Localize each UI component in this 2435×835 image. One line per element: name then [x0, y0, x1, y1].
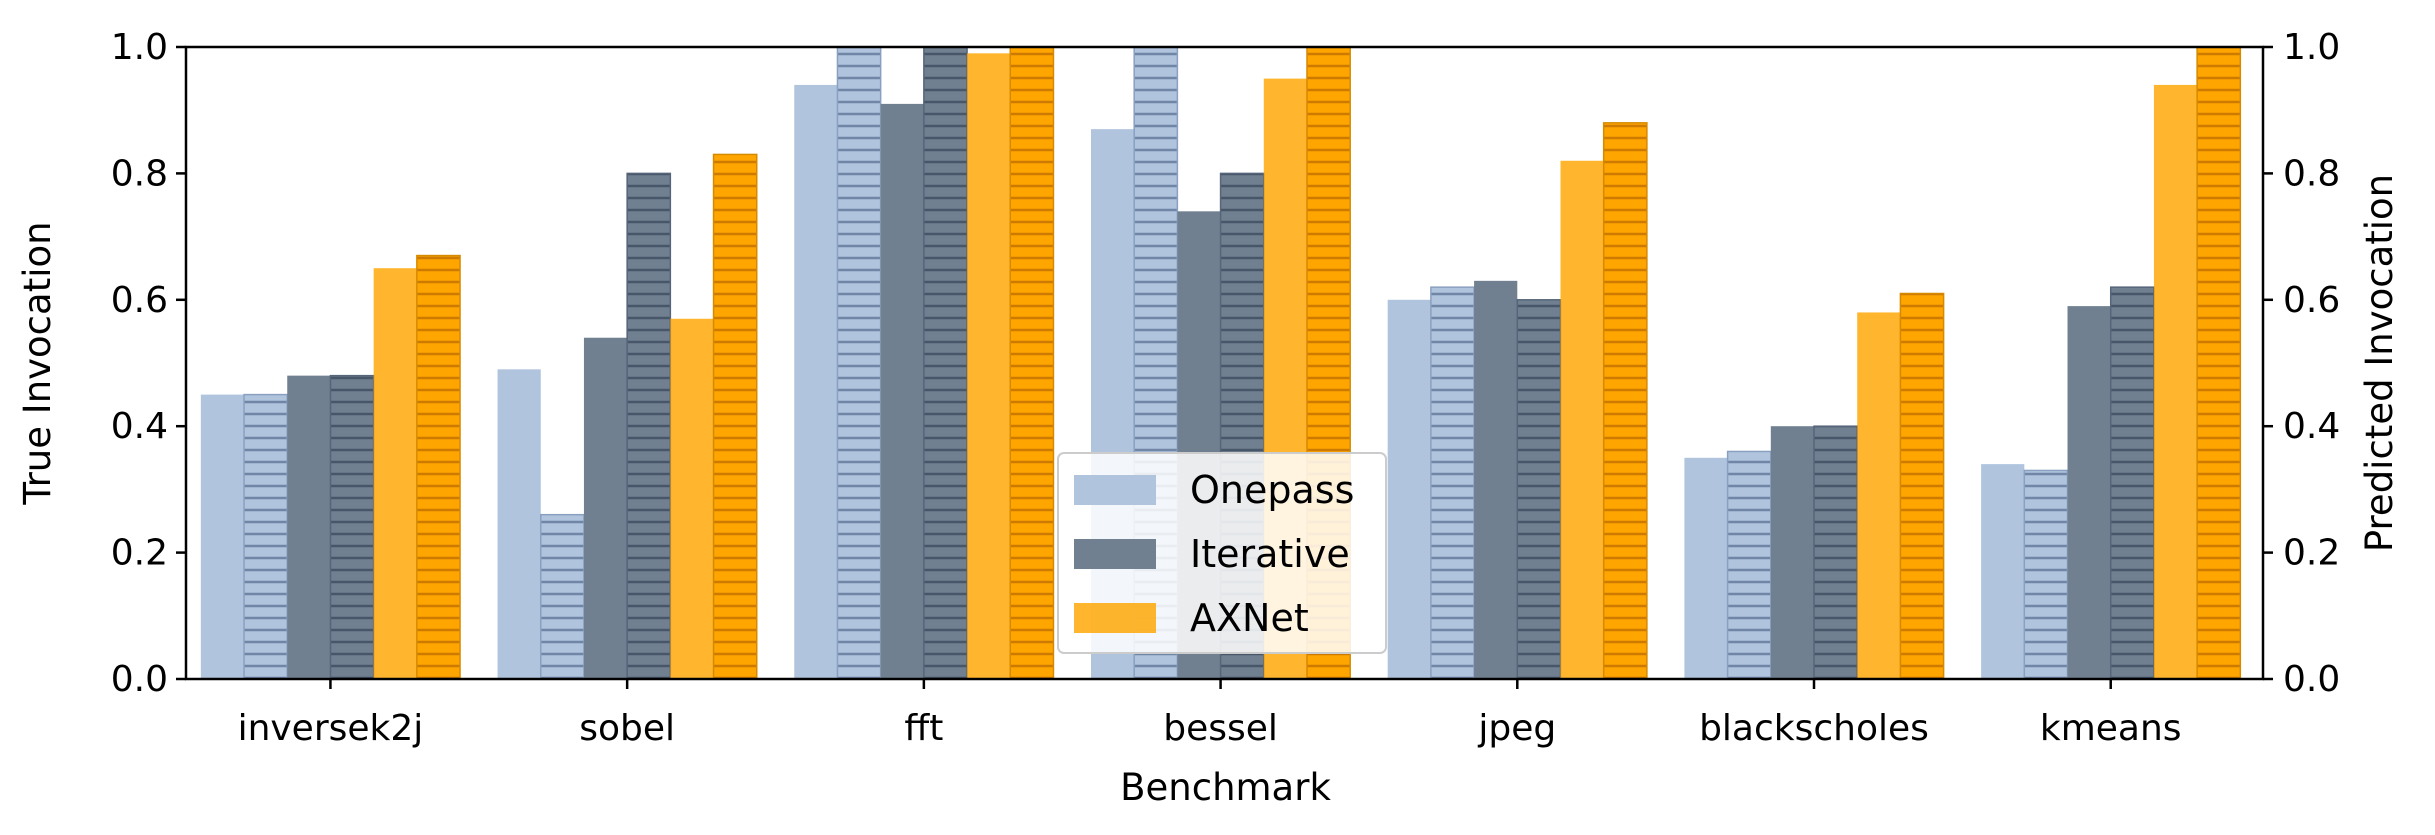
x-tick-label: bessel [1163, 708, 1278, 749]
bar-fft-axnet-predicted [1009, 46, 1055, 680]
bar-blackscholes-axnet [1857, 312, 1901, 679]
bar-blackscholes-axnet-predicted [1899, 292, 1945, 680]
bar-sobel-iterative-predicted [626, 172, 672, 680]
x-tick-label: blackscholes [1699, 708, 1929, 749]
bar-kmeans-axnet-predicted [2196, 46, 2242, 680]
bar-kmeans-onepass-predicted [2023, 469, 2069, 680]
y-tick-label-right: 0.0 [2283, 659, 2340, 700]
bar-fft-axnet [967, 53, 1011, 679]
bar-inversek2j-onepass-predicted [243, 393, 288, 680]
legend-label-axnet: AXNet [1190, 596, 1309, 640]
bar-inversek2j-onepass [200, 394, 245, 679]
bar-jpeg-onepass [1387, 299, 1431, 679]
y-tick-label-right: 1.0 [2283, 27, 2340, 68]
y-tick-label-right: 0.4 [2283, 406, 2340, 447]
y-axis-title-left: True Invocation [16, 221, 59, 505]
bar-blackscholes-iterative-predicted [1813, 425, 1858, 680]
bar-inversek2j-iterative [287, 375, 331, 679]
bar-sobel-onepass-predicted [540, 513, 585, 680]
legend-swatch-onepass [1074, 475, 1156, 505]
bar-inversek2j-iterative-predicted [329, 374, 375, 680]
bar-kmeans-axnet [2153, 84, 2198, 680]
bar-jpeg-axnet-predicted [1602, 122, 1648, 680]
x-tick-label: fft [904, 708, 943, 749]
bar-fft-onepass [794, 84, 838, 680]
y-tick-label-left: 0.8 [111, 153, 168, 194]
bar-sobel-axnet-predicted [712, 153, 758, 680]
bar-blackscholes-onepass-predicted [1726, 450, 1772, 680]
y-tick-label-right: 0.6 [2283, 280, 2340, 321]
bar-kmeans-iterative [2067, 306, 2111, 679]
x-tick-label: jpeg [1477, 708, 1556, 749]
bar-jpeg-onepass-predicted [1430, 286, 1475, 680]
bar-fft-iterative [880, 103, 924, 679]
x-tick-label: sobel [579, 708, 675, 749]
bar-inversek2j-axnet [373, 268, 417, 679]
y-axis-title-right: Predicted Invocation [2358, 174, 2401, 552]
y-tick-label-right: 0.8 [2283, 153, 2340, 194]
bar-fft-onepass-predicted [836, 46, 882, 680]
legend-swatch-axnet [1074, 603, 1156, 633]
legend-label-iterative: Iterative [1190, 532, 1350, 576]
bar-blackscholes-iterative [1770, 426, 1815, 679]
bar-blackscholes-onepass [1684, 457, 1728, 679]
x-tick-label: kmeans [2040, 708, 2182, 749]
bars-group [200, 46, 2242, 680]
x-tick-label: inversek2j [238, 708, 424, 749]
bar-fft-iterative-predicted [923, 46, 968, 680]
x-axis-title: Benchmark [1120, 766, 1331, 809]
legend-label-onepass: Onepass [1190, 468, 1354, 512]
axes-group: 0.0 0.0 0.2 0.2 0.4 0.4 0.6 0.6 0.8 0.8 1.0 1.0 inve… [16, 27, 2401, 809]
bar-inversek2j-axnet-predicted [416, 254, 461, 680]
y-tick-label-left: 0.0 [111, 659, 168, 700]
y-tick-label-left: 0.4 [111, 406, 168, 447]
bar-jpeg-iterative-predicted [1516, 299, 1562, 680]
bar-jpeg-axnet [1560, 160, 1604, 679]
bar-jpeg-iterative [1474, 280, 1518, 679]
bar-kmeans-onepass [1981, 464, 2025, 679]
bar-sobel-iterative [583, 337, 628, 679]
plot-frame [184, 45, 2265, 681]
bar-kmeans-iterative-predicted [2109, 286, 2155, 680]
y-tick-label-left: 0.6 [111, 280, 168, 321]
bar-sobel-onepass [497, 369, 541, 679]
y-tick-label-left: 0.2 [111, 533, 168, 574]
y-tick-label-left: 1.0 [111, 27, 168, 68]
bar-sobel-axnet [670, 318, 714, 679]
legend-swatch-iterative [1074, 539, 1156, 569]
y-tick-label-right: 0.2 [2283, 533, 2340, 574]
